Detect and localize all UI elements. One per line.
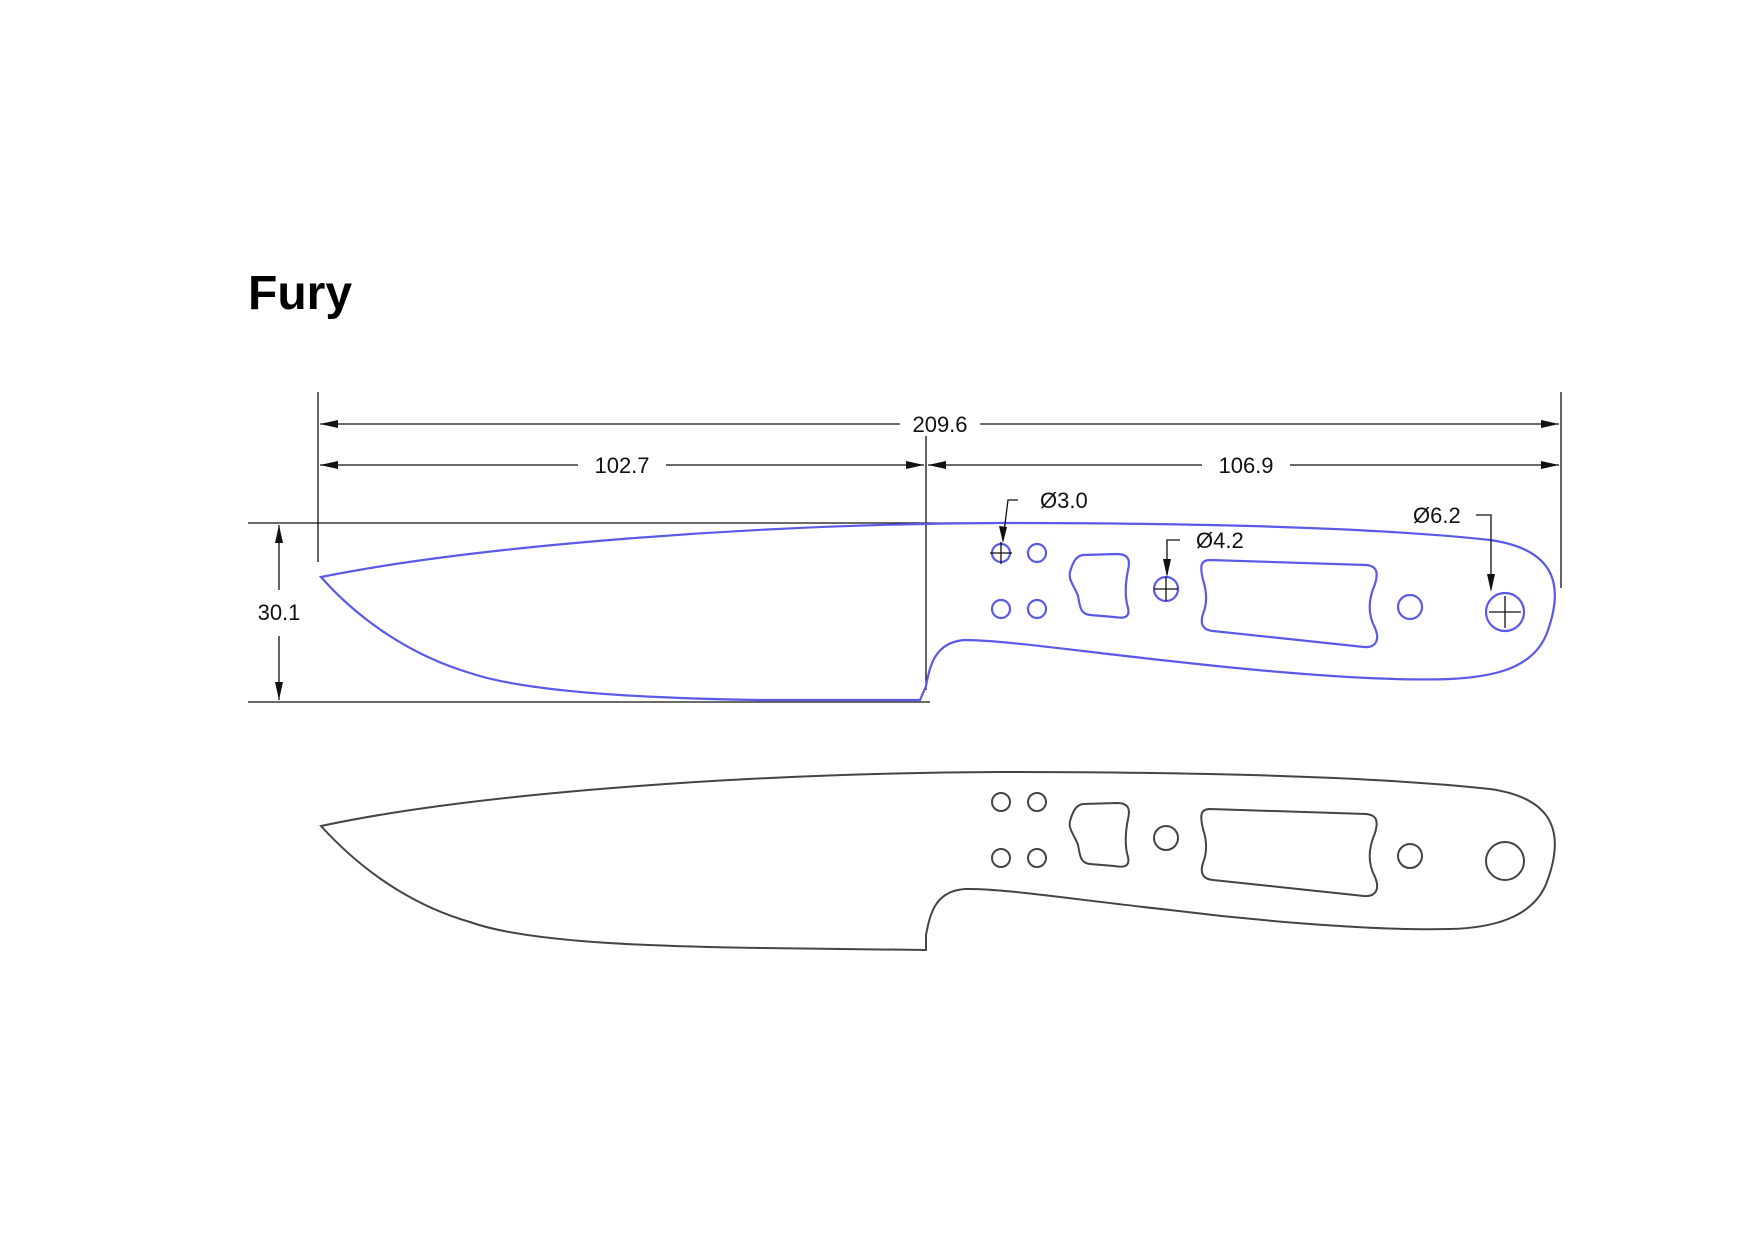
handle-length-dimension: 106.9 [928, 453, 1559, 478]
small-cutout [1068, 552, 1131, 619]
hole-callout-medium: Ø4.2 [1154, 528, 1244, 601]
template-outline [319, 770, 1556, 952]
handle-length-label: 106.9 [1218, 453, 1273, 478]
height-dimension: 30.1 [248, 522, 1000, 703]
handle-hole [1396, 593, 1424, 621]
blade-handle-outline [318, 521, 1556, 702]
knife-profile-dimensioned [318, 521, 1556, 702]
knife-template [319, 770, 1556, 952]
overall-length-label: 209.6 [912, 412, 967, 437]
medium-hole-label: Ø4.2 [1196, 528, 1244, 553]
blade-length-dimension: 102.7 [320, 436, 927, 690]
pin-hole [1027, 848, 1047, 868]
hole-callout-large: Ø6.2 [1413, 503, 1521, 628]
drawing-title: Fury [248, 267, 353, 320]
large-cutout [1200, 558, 1379, 649]
blade-length-label: 102.7 [594, 453, 649, 478]
bolt-hole-medium [1153, 825, 1179, 851]
pin-hole [1026, 598, 1048, 620]
lanyard-hole [1484, 591, 1526, 633]
pin-hole [991, 848, 1011, 868]
large-cutout [1200, 807, 1379, 898]
handle-hole [1397, 843, 1423, 869]
overall-length-dimension: 209.6 [317, 392, 1562, 588]
hole-callout-small: Ø3.0 [990, 488, 1088, 564]
large-hole-label: Ø6.2 [1413, 503, 1461, 528]
height-label: 30.1 [258, 600, 301, 625]
small-hole-label: Ø3.0 [1040, 488, 1088, 513]
small-cutout [1068, 801, 1130, 868]
pin-hole [1026, 542, 1048, 564]
pin-hole [991, 792, 1011, 812]
pin-hole [990, 598, 1012, 620]
lanyard-hole [1485, 841, 1525, 881]
pin-hole [1027, 792, 1047, 812]
